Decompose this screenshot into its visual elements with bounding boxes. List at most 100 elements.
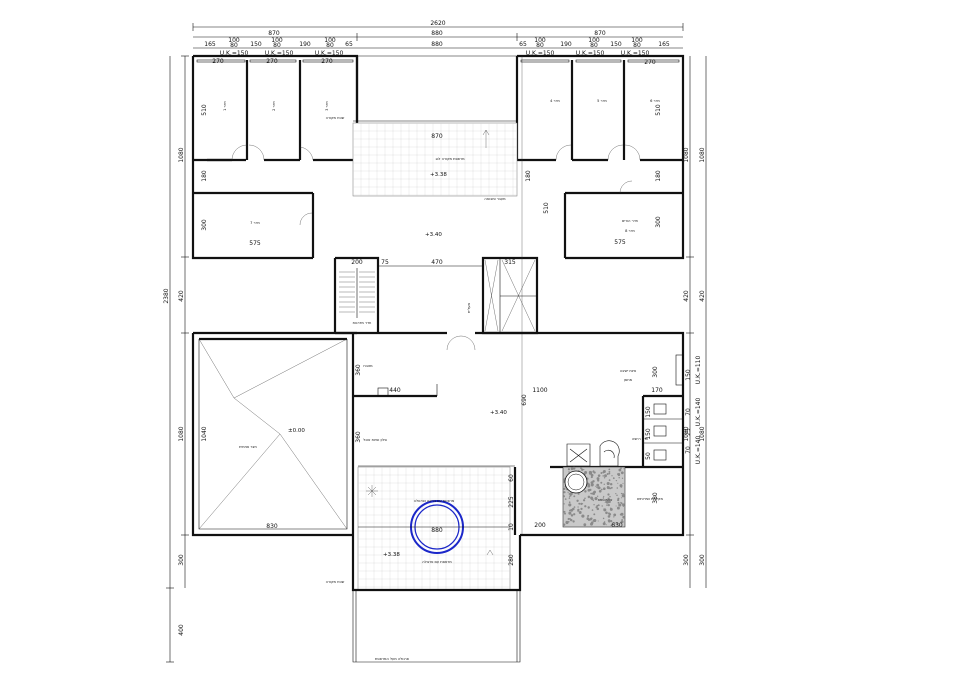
d180-b: 180: [525, 170, 532, 182]
dim-80-e: 80: [590, 42, 598, 49]
dim-165: 165: [204, 41, 216, 48]
dim-80-a: 80: [230, 42, 238, 49]
terrace-top-mark: שטח מקורה: [326, 116, 345, 120]
level-bottom-terrace: +3.38: [383, 552, 400, 558]
dim-150-b: 150: [610, 41, 622, 48]
dim-100-d: 100: [534, 37, 546, 44]
elevator-label: מעלית: [467, 302, 471, 312]
dim-right-420: 420: [683, 290, 690, 302]
dim-right-1080-outer: 1080: [699, 147, 706, 162]
d180-a: 180: [201, 170, 208, 182]
dim-right-420-outer: 420: [699, 290, 706, 302]
room-5-label: חדר 5: [597, 99, 607, 103]
dim-overall-top: 2620: [430, 20, 445, 27]
d830: 830: [266, 523, 278, 530]
dim-100-e: 100: [588, 37, 600, 44]
uk-150-c: U.K.=150: [315, 50, 344, 57]
dim-left-1080b: 1080: [178, 426, 185, 441]
d360-a: 360: [355, 431, 362, 443]
room-3-label: חדר 3: [325, 100, 329, 110]
covered-label: שטח מקורה: [326, 580, 345, 584]
dim-190-a: 190: [299, 41, 311, 48]
dim-80-d: 80: [536, 42, 544, 49]
room-1-label: חדר 1: [223, 100, 227, 110]
dim-165-b: 165: [658, 41, 670, 48]
room-right-label: חדר הורים: [622, 219, 639, 223]
d150-a: 150: [645, 406, 652, 418]
uk-150-e: U.K.=150: [576, 50, 605, 57]
d150-b: 150: [645, 428, 652, 440]
dim-80-b: 80: [273, 42, 281, 49]
dim-left-2380: 2380: [163, 288, 170, 303]
uk-140-b: U.K.=140: [695, 436, 702, 465]
room-left-label: חדר 7: [250, 221, 260, 225]
d575-b: 575: [614, 239, 626, 246]
dim-150-a: 150: [250, 41, 262, 48]
spa-label: אזור ספא: [598, 498, 613, 502]
terrace-top-label: מרפסת מקורה לגג: [435, 157, 465, 161]
d300-b: 300: [655, 216, 662, 228]
d180-c: 180: [655, 170, 662, 182]
dim-top-left: 870: [268, 30, 280, 37]
d630: 630: [611, 522, 623, 529]
d880: 880: [431, 527, 443, 534]
w270-a: 270: [212, 58, 224, 65]
w270-d: 270: [644, 59, 656, 66]
w270-c: 270: [321, 58, 333, 65]
dim-100-a: 100: [228, 37, 240, 44]
d510-a: 510: [201, 104, 208, 116]
dim-right-1080b: 1080: [683, 426, 690, 441]
d470: 470: [431, 259, 443, 266]
dim-left-300: 300: [178, 554, 185, 566]
uk-150-f: U.K.=150: [621, 50, 650, 57]
d225: 225: [508, 496, 515, 508]
d200-b: 200: [534, 522, 546, 529]
dim-100-c: 100: [324, 37, 336, 44]
laundry-label: מקלחת ושירותים: [637, 497, 663, 501]
uk-150-d: U.K.=150: [526, 50, 555, 57]
bottom-note: פרגולה מעל המרפסת: [375, 657, 410, 661]
d690: 690: [521, 394, 528, 406]
dim-80-f: 80: [633, 42, 641, 49]
pool-terrace: [351, 466, 522, 592]
uk-150-a: U.K.=150: [220, 50, 249, 57]
dim-left-1080: 1080: [178, 147, 185, 162]
d75: 75: [381, 259, 389, 266]
d315: 315: [504, 259, 516, 266]
uk-140-a: U.K.=140: [695, 398, 702, 427]
d360-b: 360: [355, 364, 362, 376]
w270-b: 270: [266, 58, 278, 65]
dim-top-right: 870: [594, 30, 606, 37]
left-dimension-lines: [166, 55, 189, 663]
level-top-terrace: +3.38: [430, 172, 447, 178]
d380: 380: [652, 492, 659, 504]
bottom-terrace-label: מרפסת עם פרגולה: [422, 560, 452, 564]
storage-label: מחסן: [624, 378, 633, 382]
d575-a: 575: [249, 240, 261, 247]
dim-right-1080b-outer: 1080: [699, 426, 706, 441]
d510-b: 510: [655, 104, 662, 116]
dining-label: פינת ישיבה: [620, 369, 637, 373]
bottom-pergola: [352, 590, 521, 663]
d150-c: 150: [685, 369, 692, 381]
d510-c: 510: [543, 202, 550, 214]
dim-100-b: 100: [271, 37, 283, 44]
d1040: 1040: [201, 426, 208, 441]
dim-left-420: 420: [178, 290, 185, 302]
d60: 60: [508, 474, 515, 482]
d440: 440: [389, 387, 401, 394]
room-right2-label: חדר 8: [625, 229, 635, 233]
dim-190-b: 190: [560, 41, 572, 48]
d50: 50: [645, 452, 652, 460]
dim-65-b: 65: [519, 41, 527, 48]
upper-left-wing-walls: [191, 54, 359, 260]
d10: 10: [508, 523, 515, 531]
dim-left-400: 400: [178, 624, 185, 636]
d200: 200: [351, 259, 363, 266]
bath-area-label: חדר רחצה: [632, 437, 649, 441]
d170: 170: [651, 387, 663, 394]
d870-terrace: 870: [431, 133, 443, 140]
hall-label: מעבר ומבואה: [484, 197, 506, 201]
dim-top-mid-2: 880: [431, 41, 443, 48]
